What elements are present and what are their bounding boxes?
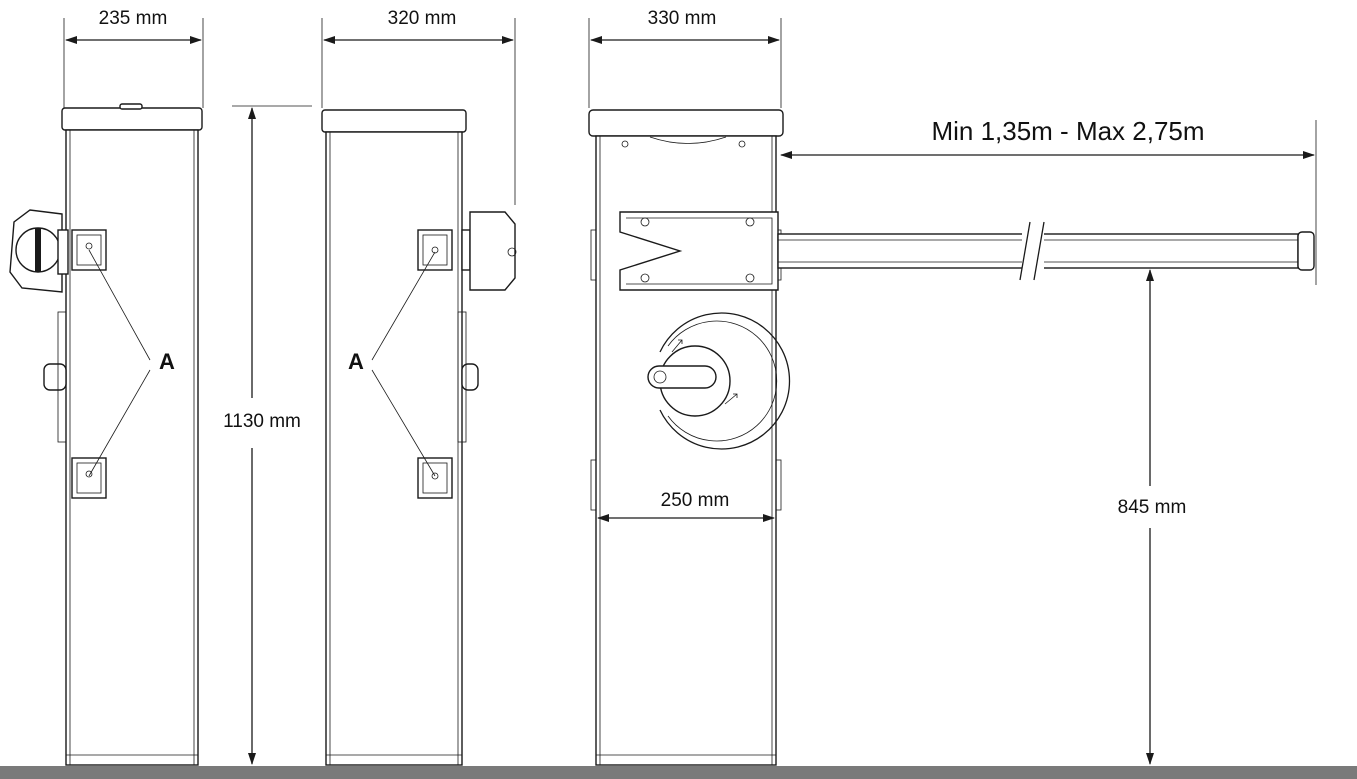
anchor-plate-lower-icon <box>71 457 107 499</box>
dim-label-boom: Min 1,35m - Max 2,75m <box>931 116 1204 146</box>
boom-arm-icon <box>777 221 1315 281</box>
front-view: 330 mm <box>588 8 1315 766</box>
left-side-view: 235 mm A <box>9 8 204 766</box>
anchor-plate-upper-icon <box>71 229 107 271</box>
dim-label-845: 845 mm <box>1118 497 1187 518</box>
lock-unit-icon <box>9 209 69 293</box>
height-dimension: 1130 mm <box>210 105 312 765</box>
dim-label-235: 235 mm <box>99 8 168 29</box>
dim-label-1130: 1130 mm <box>223 411 301 432</box>
boom-length-dimension: Min 1,35m - Max 2,75m <box>780 116 1317 285</box>
anchor-label-left: A <box>159 349 175 374</box>
anchor-label-middle: A <box>348 349 364 374</box>
middle-side-view: 320 mm A <box>321 8 517 766</box>
ground-strip <box>0 766 1357 779</box>
motor-cover-icon <box>461 211 517 291</box>
dim-label-330: 330 mm <box>648 8 717 29</box>
dim-label-250: 250 mm <box>661 490 730 511</box>
anchor-plate-lower-icon-2 <box>417 457 453 499</box>
anchor-plate-upper-icon-2 <box>417 229 453 271</box>
dim-label-320: 320 mm <box>388 8 457 29</box>
release-lock-icon <box>647 312 791 450</box>
boom-height-dimension: 845 mm <box>1110 269 1194 765</box>
boom-holder-icon <box>619 211 779 291</box>
